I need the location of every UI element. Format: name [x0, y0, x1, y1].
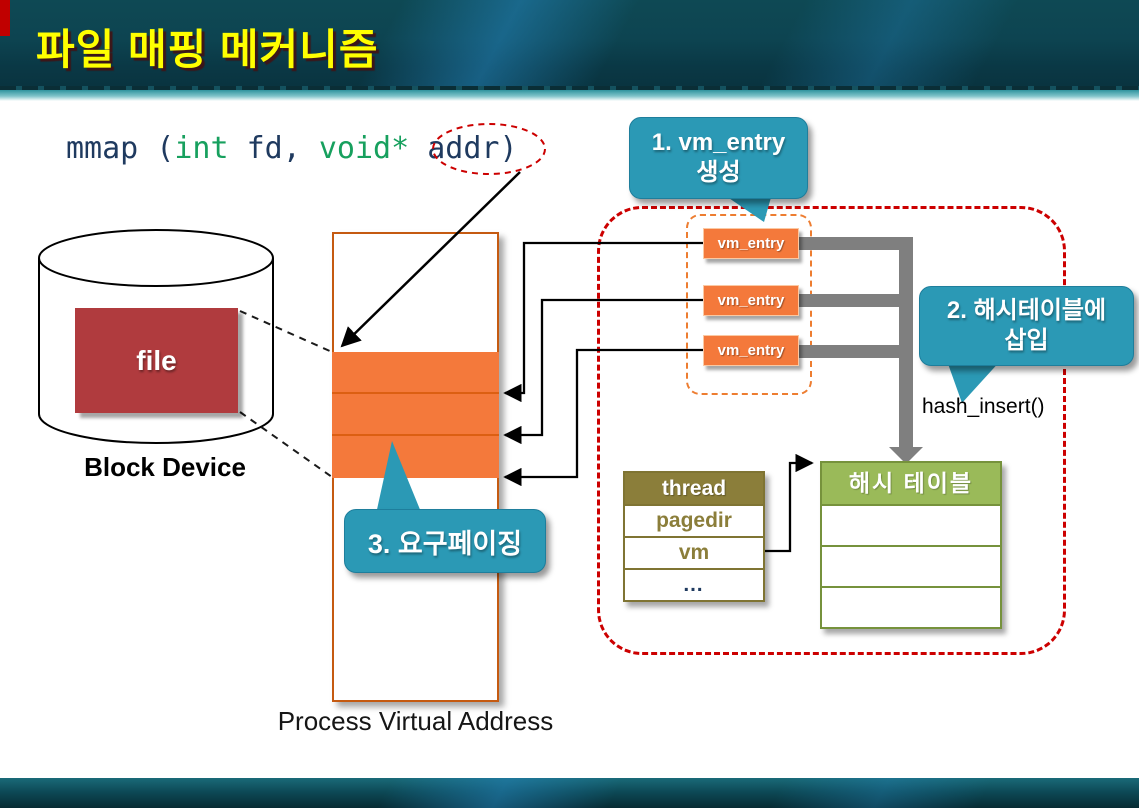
mapped-page-row	[332, 436, 499, 478]
file-map-dashed-line-top	[239, 310, 333, 353]
hash-table-row	[822, 504, 1000, 545]
callout-3-label: 3. 요구페이징	[367, 528, 523, 559]
header-seam-decoration	[0, 86, 1139, 90]
thread-struct-table: thread pagedir vm …	[623, 471, 765, 602]
callout-2-line2: 삽입	[1004, 327, 1049, 354]
code-token-keyword: int	[174, 131, 229, 166]
thread-table-row-vm: vm	[625, 536, 763, 568]
callout-3-demand-paging: 3. 요구페이징	[344, 509, 546, 573]
footer-streaks-decoration	[0, 778, 1139, 808]
header-glow-decoration	[0, 90, 1139, 101]
header-red-accent	[0, 0, 10, 36]
code-token: )	[499, 131, 518, 166]
file-box: file	[75, 308, 238, 413]
thread-table-row-ellipsis: …	[625, 568, 763, 600]
vm-entry-box: vm_entry	[703, 228, 799, 259]
hash-table-row	[822, 586, 1000, 627]
thread-table-header: thread	[625, 473, 763, 504]
code-line: mmap (int fd, void* addr)	[66, 132, 518, 166]
thread-table-row-pagedir: pagedir	[625, 504, 763, 536]
vm-entry-box: vm_entry	[703, 285, 799, 316]
cylinder-top	[38, 229, 274, 287]
callout-1-line1: 1. vm_entry	[651, 129, 786, 156]
vm-entry-box: vm_entry	[703, 335, 799, 366]
callout-2-line1: 2. 해시테이블에	[946, 297, 1107, 324]
code-token: fd,	[228, 131, 319, 166]
code-token: mmap (	[66, 131, 175, 166]
mapped-page-row	[332, 352, 499, 394]
callout-1-vm-entry-create: 1. vm_entry 생성	[629, 117, 808, 199]
page-title: 파일 매핑 메커니즘	[36, 26, 379, 73]
hash-table-header: 해시 테이블	[822, 463, 1000, 504]
hash-insert-label: hash_insert()	[922, 395, 1045, 418]
hash-table-row	[822, 545, 1000, 586]
callout-1-line2: 생성	[696, 159, 741, 186]
block-device-label: Block Device	[84, 452, 246, 482]
mapped-pages-block	[332, 352, 499, 478]
footer-band	[0, 778, 1139, 808]
code-token-addr: addr	[409, 131, 500, 166]
mapped-page-row	[332, 394, 499, 436]
callout-2-hash-insert: 2. 해시테이블에 삽입	[919, 286, 1134, 366]
process-virtual-address-label: Process Virtual Address	[277, 706, 554, 736]
code-token-keyword: void*	[318, 131, 410, 166]
hash-table: 해시 테이블	[820, 461, 1002, 629]
